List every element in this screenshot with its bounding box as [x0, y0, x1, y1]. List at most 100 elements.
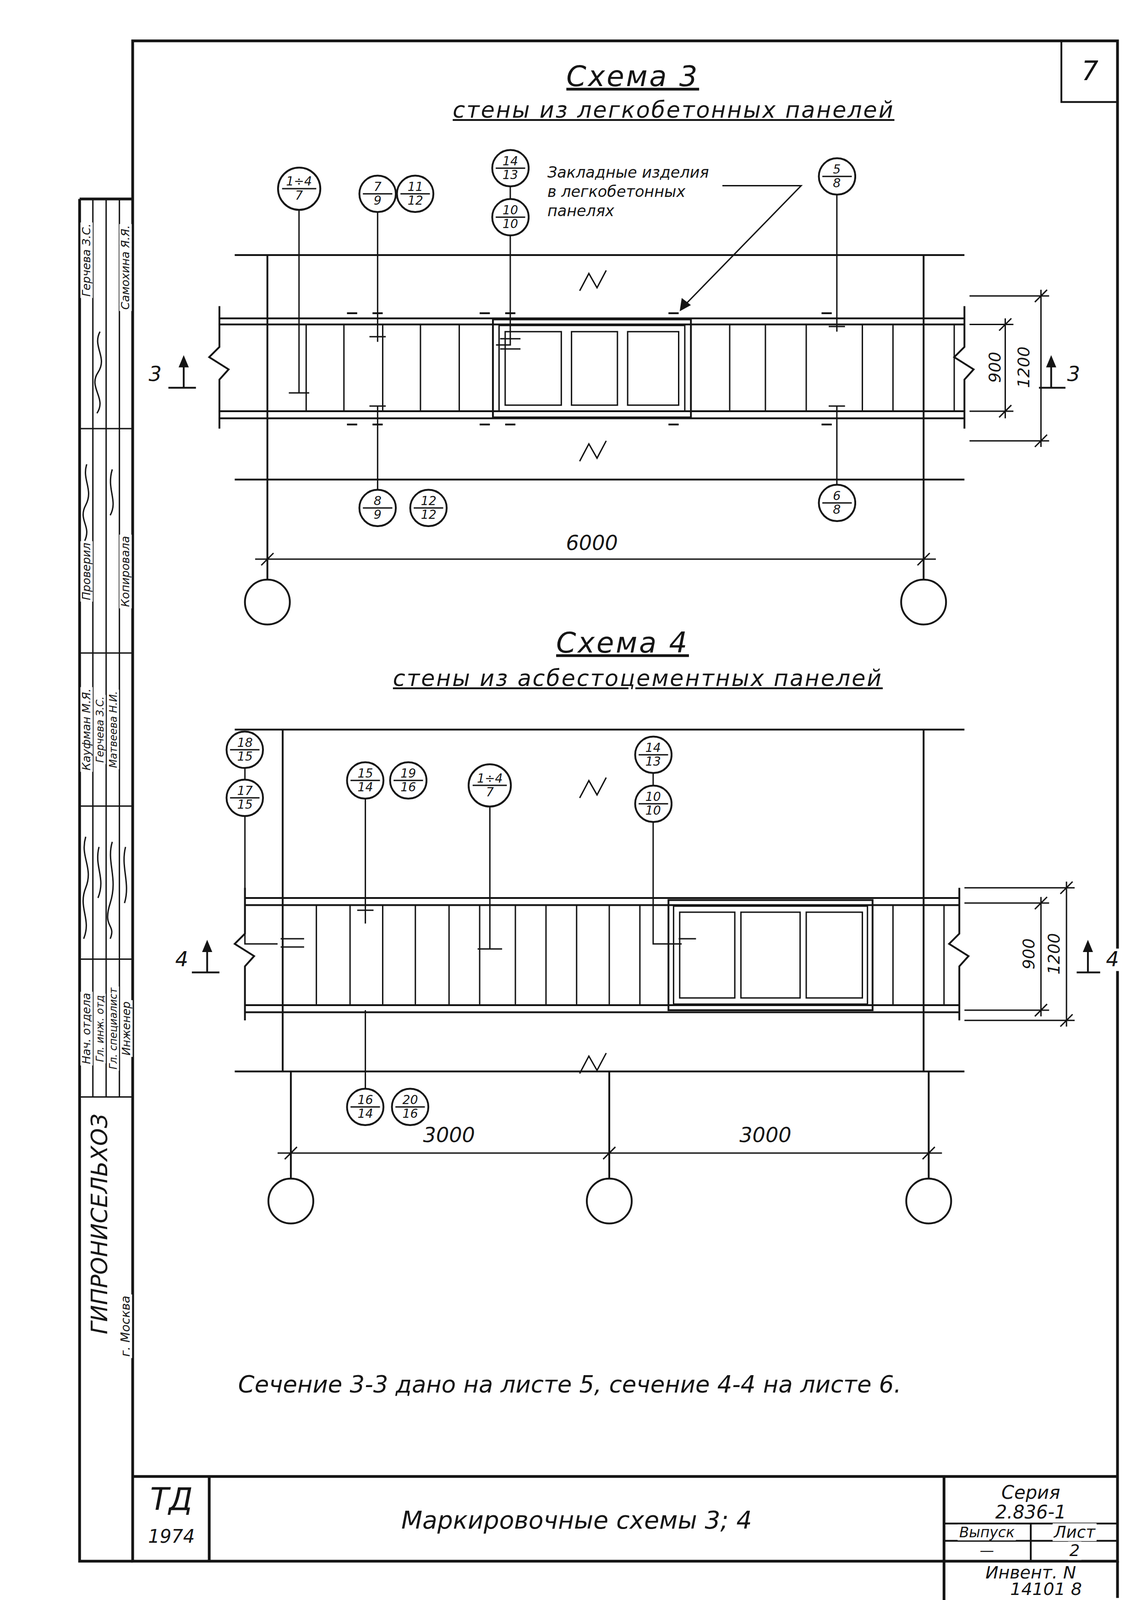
- wall-elevation-scheme-4: [964, 881, 1075, 1027]
- wall-elevation-scheme-4: [679, 912, 735, 999]
- section-mark: 4: [173, 949, 190, 972]
- title-block-cell: 2.836-1: [994, 1502, 1068, 1523]
- callout-outline: [358, 488, 398, 528]
- callout-number: 14: [357, 1108, 374, 1121]
- title-block-cell: Серия: [999, 1482, 1062, 1503]
- callout-number: 13: [645, 755, 662, 769]
- callout-number: 1÷4: [286, 175, 312, 188]
- title-block-cell: 1974: [146, 1526, 197, 1547]
- callout-number: 16: [400, 781, 416, 794]
- wall-elevation-scheme-4: [290, 1071, 929, 1180]
- stamp-name: Кауфман М.Я.: [80, 687, 93, 772]
- callout-number: 5: [832, 163, 841, 176]
- title-block-cell: —: [978, 1543, 996, 1559]
- wall-elevation-scheme-3: [579, 441, 607, 462]
- callout-number: 8: [373, 495, 382, 508]
- wall-elevation-scheme-4: [740, 912, 800, 999]
- stamp-name: Герчева З.С.: [80, 222, 93, 298]
- callout-number: 10: [502, 204, 519, 217]
- callout-outline: [491, 197, 531, 237]
- callout-number: 11: [407, 180, 424, 194]
- stamp-role: Копировала: [119, 534, 132, 609]
- wall-elevation-scheme-4: [906, 1179, 951, 1224]
- wall-elevation-scheme-4: [586, 1179, 632, 1224]
- callout-circle: 1212: [409, 488, 449, 528]
- dimension-label: 6000: [564, 532, 619, 556]
- callout-outline: [388, 761, 428, 801]
- wall-elevation-scheme-3: [1046, 355, 1057, 368]
- callout-outline: [347, 762, 384, 800]
- callout-number: 8: [832, 177, 841, 190]
- wall-elevation-scheme-3: [267, 255, 924, 580]
- page-number: 7: [1080, 56, 1100, 87]
- callout-outline: [225, 730, 265, 770]
- wall-elevation-scheme-4: [268, 1179, 314, 1224]
- callout-number: 16: [402, 1108, 419, 1121]
- wall-elevation-scheme-3: [178, 355, 189, 368]
- title-block-cell: Выпуск: [957, 1524, 1017, 1541]
- wall-elevation-scheme-3: [305, 324, 459, 412]
- callout-number: 15: [237, 750, 253, 764]
- sheet-frame: [132, 40, 1118, 1562]
- leader-line: [828, 195, 846, 333]
- callout-circle: 1413: [633, 735, 673, 775]
- stamp-role: Нач. отдела: [80, 991, 93, 1066]
- wall-elevation-scheme-4: [892, 905, 944, 1006]
- title-block-cell: ТД: [148, 1483, 195, 1518]
- callout-number: 9: [373, 508, 382, 522]
- stamp-name: Самохина Я.Я.: [119, 223, 132, 311]
- dimension-label: 1200: [1014, 345, 1033, 390]
- leader-line: [477, 804, 503, 950]
- inventory-number: 14101 8: [1008, 1580, 1084, 1600]
- wall-elevation-scheme-3: [245, 579, 290, 625]
- callout-number: 1÷4: [476, 772, 503, 786]
- wall-elevation-scheme-3: [969, 289, 1050, 448]
- callout-outline: [397, 175, 434, 213]
- wall-elevation-scheme-4: [964, 897, 1050, 1017]
- callout-number: 12: [420, 508, 437, 522]
- callout-outline: [634, 737, 672, 774]
- callout-number: 14: [645, 742, 662, 755]
- wall-elevation-scheme-4: [282, 729, 924, 1072]
- callout-outline: [634, 786, 672, 823]
- sheet-frame: [1061, 40, 1118, 103]
- title-block-cell: 2: [1068, 1542, 1082, 1561]
- callout-circle: 1514: [345, 761, 385, 801]
- wall-elevation-scheme-3: [571, 331, 618, 405]
- callout-number: 12: [407, 194, 424, 208]
- callout-number: 15: [237, 798, 253, 812]
- wall-elevation-scheme-3: [627, 331, 679, 405]
- callout-number: 10: [502, 218, 519, 231]
- callout-outline: [395, 174, 435, 214]
- wall-elevation-scheme-4: [202, 939, 213, 953]
- callout-outline: [345, 761, 385, 801]
- leader-line: [357, 799, 374, 924]
- callout-number: 10: [645, 791, 662, 804]
- callout-circle: 1÷47: [276, 166, 322, 212]
- callout-outline: [491, 150, 529, 187]
- organization-name: ГИПРОНИСЕЛЬХОЗ: [87, 1113, 113, 1337]
- leader-line: [288, 185, 845, 491]
- leader-line: [369, 212, 386, 342]
- leader-line: [369, 406, 386, 491]
- note-text: Закладные изделия в легкобетонных панеля…: [546, 163, 723, 221]
- signature-scribble: [82, 836, 88, 940]
- signature-scribble: [94, 331, 102, 414]
- callout-circle: 89: [358, 488, 398, 528]
- signature-scribble: [107, 841, 114, 940]
- callout-outline: [226, 779, 264, 817]
- callout-outline: [226, 732, 264, 769]
- wall-elevation-scheme-3: [209, 305, 229, 429]
- callout-circle: 2016: [390, 1087, 430, 1127]
- callout-circle: 1715: [225, 778, 265, 818]
- sheet-frame: [79, 40, 1118, 1600]
- callout-number: 6: [832, 490, 841, 503]
- wall-elevation-scheme-4: [1082, 939, 1093, 953]
- callout-outline: [358, 174, 398, 214]
- callout-number: 14: [357, 781, 374, 794]
- scheme-heading: Схема 3: [564, 60, 701, 93]
- organization-city: г. Москва: [118, 1294, 132, 1359]
- callout-outline: [390, 1087, 430, 1127]
- wall-elevation-scheme-4: [579, 1053, 607, 1075]
